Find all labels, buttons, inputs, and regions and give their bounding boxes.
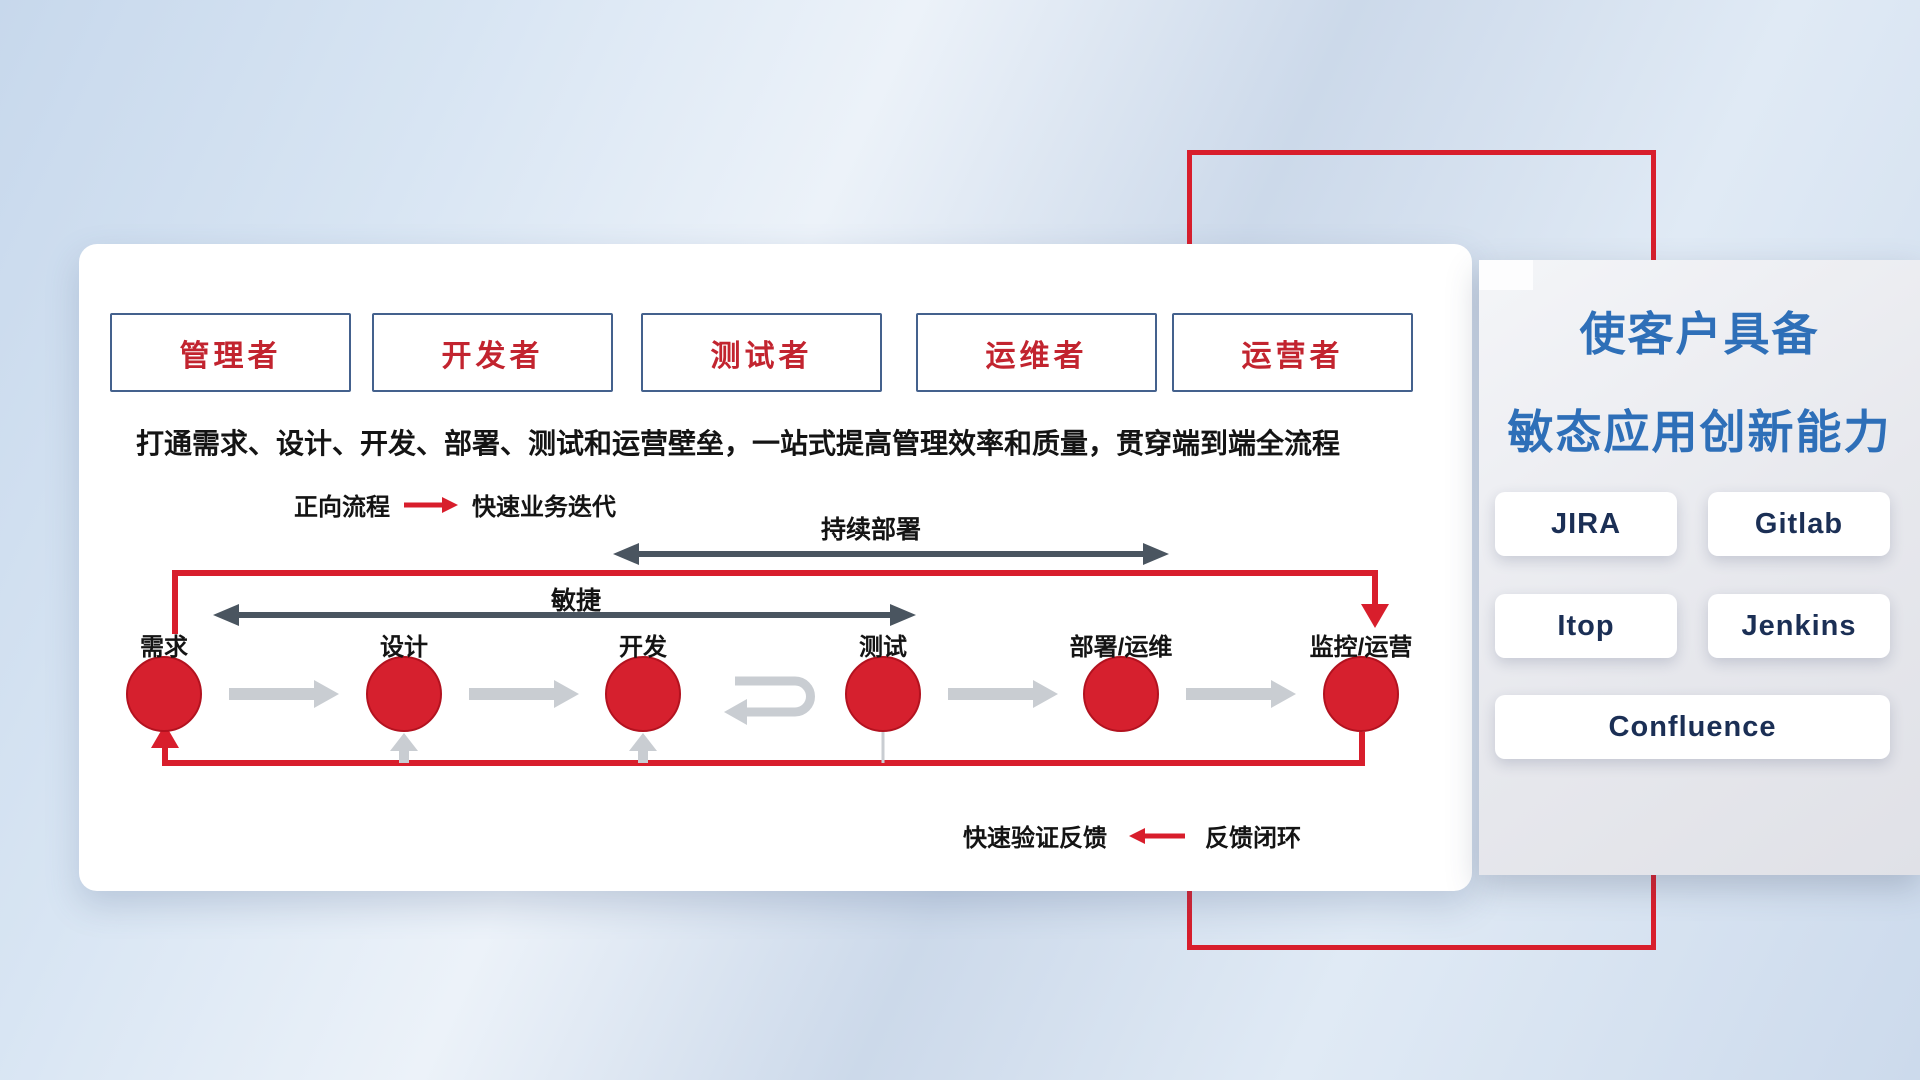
tool-box-itop: Itop (1495, 594, 1677, 658)
stage-circle-requirements (126, 656, 202, 732)
white-corner-decoration (1479, 260, 1533, 290)
role-box-tester: 测试者 (641, 313, 882, 392)
flow-subtitle: 打通需求、设计、开发、部署、测试和运营壁垒，一站式提高管理效率和质量，贯穿端到端… (136, 428, 1341, 459)
feedback-loop-line (162, 732, 1365, 766)
role-box-operator: 运营者 (1172, 313, 1413, 392)
tool-box-jira: JIRA (1495, 492, 1677, 556)
feedback-legend-description: 快速验证反馈 (963, 825, 1107, 852)
feedback-up-shaft-design (399, 749, 409, 763)
devops-flow-panel: 管理者 开发者 测试者 运维者 运营者 打通需求、设计、开发、部署、测试和运营壁… (79, 244, 1472, 891)
role-box-manager: 管理者 (110, 313, 351, 392)
iteration-uturn-arrow-icon (724, 676, 815, 725)
capability-title-line1: 使客户具备 (1579, 308, 1820, 360)
connector-shaft-1 (229, 688, 314, 700)
connector-head-5 (1271, 680, 1296, 708)
agile-span-arrow (213, 604, 916, 626)
stage-node-circles (126, 656, 1399, 732)
forward-flow-legend: 正向流程 快速业务迭代 (294, 487, 616, 522)
red-forward-loop (172, 570, 1389, 634)
tool-box-confluence: Confluence (1495, 695, 1890, 759)
agile-label: 敏捷 (550, 587, 602, 615)
stage-label-requirements: 需求 (140, 634, 188, 661)
stage-label-monitor-operate: 监控/运营 (1309, 634, 1413, 661)
feedback-up-arrowhead-dev (629, 733, 657, 751)
red-arrow-right-icon (404, 496, 458, 513)
forward-loop-arrowhead-down (1361, 604, 1389, 628)
stage-circle-deploy-ops (1083, 656, 1159, 732)
red-feedback-loop (151, 724, 1365, 766)
stage-label-design: 设计 (380, 634, 428, 661)
role-box-ops: 运维者 (916, 313, 1157, 392)
tool-box-gitlab: Gitlab (1708, 492, 1890, 556)
continuous-deploy-arrowhead-left (613, 543, 639, 565)
continuous-deploy-arrowhead-right (1143, 543, 1169, 565)
stage-circle-design (366, 656, 442, 732)
connector-head-2 (554, 680, 579, 708)
stage-label-deploy-ops: 部署/运维 (1069, 634, 1173, 661)
stage-label-development: 开发 (619, 634, 667, 661)
feedback-up-shaft-dev (638, 749, 648, 763)
role-box-developer: 开发者 (372, 313, 613, 392)
stage-label-testing: 测试 (859, 634, 907, 661)
continuous-deploy-span-arrow (613, 543, 1169, 565)
connector-shaft-2 (469, 688, 554, 700)
connector-head-1 (314, 680, 339, 708)
connector-head-4 (1033, 680, 1058, 708)
agile-arrowhead-right (890, 604, 916, 626)
tool-box-jenkins: Jenkins (1708, 594, 1890, 658)
stage-circle-monitor-operate (1323, 656, 1399, 732)
feedback-up-arrowhead-design (390, 733, 418, 751)
agile-arrowhead-left (213, 604, 239, 626)
connector-shaft-4 (948, 688, 1033, 700)
forward-flow-legend-label: 正向流程 (294, 494, 390, 521)
feedback-branch-arrows (390, 732, 885, 763)
stage-connector-arrows (229, 680, 1296, 708)
forward-loop-line (172, 570, 1378, 634)
stage-circle-testing (845, 656, 921, 732)
flow-diagram (126, 543, 1399, 766)
uturn-arrowhead (724, 699, 747, 725)
continuous-deploy-label: 持续部署 (820, 516, 922, 544)
uturn-curve (735, 676, 815, 717)
connector-shaft-5 (1186, 688, 1271, 700)
feedback-loop-arrowhead-up (151, 724, 179, 748)
forward-flow-legend-description: 快速业务迭代 (472, 494, 616, 521)
capability-title-line2: 敏态应用创新能力 (1507, 406, 1892, 458)
red-arrow-left-icon (1129, 827, 1185, 844)
stage-circle-development (605, 656, 681, 732)
feedback-loop-legend: 快速验证反馈 反馈闭环 (963, 818, 1301, 853)
capability-panel: 使客户具备 敏态应用创新能力 JIRA Gitlab Itop Jenkins … (1479, 260, 1920, 875)
feedback-legend-label: 反馈闭环 (1205, 825, 1301, 852)
